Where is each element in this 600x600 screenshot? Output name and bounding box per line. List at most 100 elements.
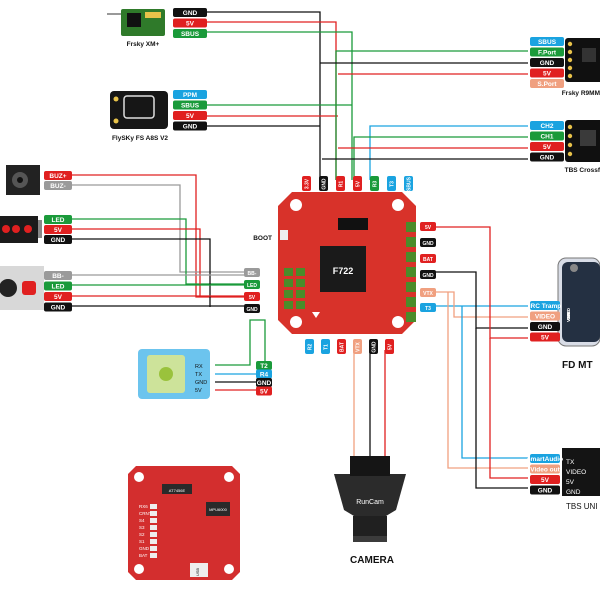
vtx-tag-1-text: VIDEO (535, 314, 555, 321)
fc-right-pad (406, 267, 416, 277)
wire-led-gnd (70, 238, 211, 307)
wire-unify-gnd (475, 328, 528, 489)
wire-led-5v (70, 228, 201, 296)
esc-pad (150, 553, 157, 558)
buz-tag-1-text: BUZ- (50, 183, 66, 190)
flysky-tag-2-bg (173, 111, 207, 120)
r9mm-pad (567, 49, 573, 55)
esc-imu-chip (206, 502, 230, 516)
ledstrip-tag-1-text: 5V (54, 227, 63, 234)
fc-left-pad (284, 301, 293, 309)
vtx-tag-3-bg (530, 332, 560, 342)
esc-usb-label: USB (195, 568, 200, 577)
fc-mount-hole-4 (392, 316, 404, 328)
led-strip-led-1 (12, 225, 20, 233)
esc-pad (150, 546, 157, 551)
fc-left-tag-2-text: 5V (249, 295, 256, 301)
rgb-tag-2-bg (44, 292, 72, 301)
esc-usb-port (190, 563, 208, 577)
unify-name: TBS UNI (566, 502, 598, 511)
fc-left-tag-3-bg (244, 304, 260, 313)
crsf-tag-1-bg (530, 131, 564, 141)
fc-top-pad-text: GND (322, 178, 328, 190)
fc-left-tag-0-text: BB- (248, 271, 257, 277)
gps-pin-label: RX (195, 364, 203, 370)
esc-pin-label: S2 (139, 532, 145, 537)
fc-left-tag-1-text: LED (247, 283, 257, 289)
fc-left-pad (296, 301, 305, 309)
flysky-outline (123, 95, 155, 119)
esc-pin-label: CRNT (139, 511, 152, 516)
fc-right-pad (406, 297, 416, 307)
gps-fc-tag-0-bg (256, 361, 272, 370)
fc-right-tag-0-text: 5V (425, 225, 432, 231)
esc-board (128, 466, 240, 580)
fc-top-pad-bg (319, 176, 328, 191)
fc-right-tag-3-bg (420, 270, 436, 279)
gps-fc-tag-1-bg (256, 369, 272, 379)
unify-tag-3-bg (530, 485, 560, 495)
flysky-tag-0-bg (173, 90, 207, 99)
camera-body (334, 474, 406, 516)
gps-fc-tag-0-text: T2 (260, 363, 268, 370)
camera-connector (350, 456, 390, 476)
crossfire-pad (567, 133, 573, 139)
wire-unify-sa (461, 306, 528, 459)
wire-crsf-ch1 (353, 136, 528, 180)
flysky-pad (113, 96, 119, 102)
vtx-board-text: GND (566, 309, 571, 320)
wire-crsf-ch2 (369, 125, 528, 180)
esc-chip-label: AT7456E (169, 488, 186, 493)
fc-right-tag-1-text: GND (422, 241, 434, 247)
led-strip-led-2 (24, 225, 32, 233)
fc-bottom-pad-text: 5V (388, 343, 394, 350)
vtx-tag-3-text: 5V (541, 335, 550, 342)
fc-bottom-pad-bg (305, 339, 314, 354)
flysky-name: FlySKy FS A8S V2 (112, 135, 168, 142)
buz-tag-0-text: BUZ+ (49, 173, 66, 180)
r9-tag-0-bg (530, 37, 564, 46)
vtx-board-text: 5V (566, 312, 571, 318)
rgb-tag-0-bg (44, 271, 72, 280)
unify-board (562, 448, 600, 496)
flysky-tag-1-text: SBUS (181, 103, 200, 110)
fc-right-tag-1-bg (420, 238, 436, 247)
fc-right-tag-2-text: BAT (423, 257, 433, 263)
fc-top-pad-text: SBUS (407, 176, 413, 191)
fc-bottom-pad-bg (385, 339, 394, 354)
fc-top-pad-text: 3.3V (305, 178, 311, 189)
vtx-board-text: RX (566, 312, 571, 318)
fc-boot-label: BOOT (253, 235, 272, 242)
rgb-tag-1-bg (44, 281, 72, 291)
unify-board-text: 5V (566, 479, 575, 486)
ledstrip-tag-1-bg (44, 225, 72, 234)
fc-top-pad-text: 5V (356, 180, 362, 187)
fc-right-pad (406, 282, 416, 292)
frsky-xm-name: Frsky XM+ (127, 41, 160, 48)
esc-pin-label: S4 (139, 518, 145, 523)
esc-pin-label: GND (139, 546, 150, 551)
r9-tag-3-bg (530, 68, 564, 78)
unify-board-text: TX (566, 459, 575, 466)
unify-board-text: VIDEO (566, 469, 586, 476)
xm-tag-0-text: GND (183, 10, 198, 17)
fc-mcu (320, 246, 366, 292)
fc-right-pad (406, 237, 416, 247)
esc-pad (150, 511, 157, 516)
crsf-tag-0-text: CH2 (540, 123, 553, 130)
fc-bottom-pad-text: T1 (324, 344, 330, 350)
gps-fc-tag-3-text: 5V (260, 389, 269, 396)
fc-right-tag-2-bg (420, 254, 436, 263)
fc-right-tag-4-text: VTX (423, 291, 433, 297)
flysky-tag-3-bg (173, 121, 207, 131)
unify-tag-0-bg (530, 454, 560, 463)
fc-right-tag-4-bg (420, 288, 436, 297)
fc-right-tag-5-bg (420, 303, 436, 312)
esc-pin-label: S1 (139, 539, 145, 544)
fc-gyro (338, 218, 368, 230)
gps-fc-tag-1-text: R4 (260, 372, 269, 379)
fc-bottom-pad-text: R2 (308, 344, 314, 351)
esc-mount-hole-2 (224, 472, 234, 482)
vtx-tag-0-bg (530, 301, 560, 310)
